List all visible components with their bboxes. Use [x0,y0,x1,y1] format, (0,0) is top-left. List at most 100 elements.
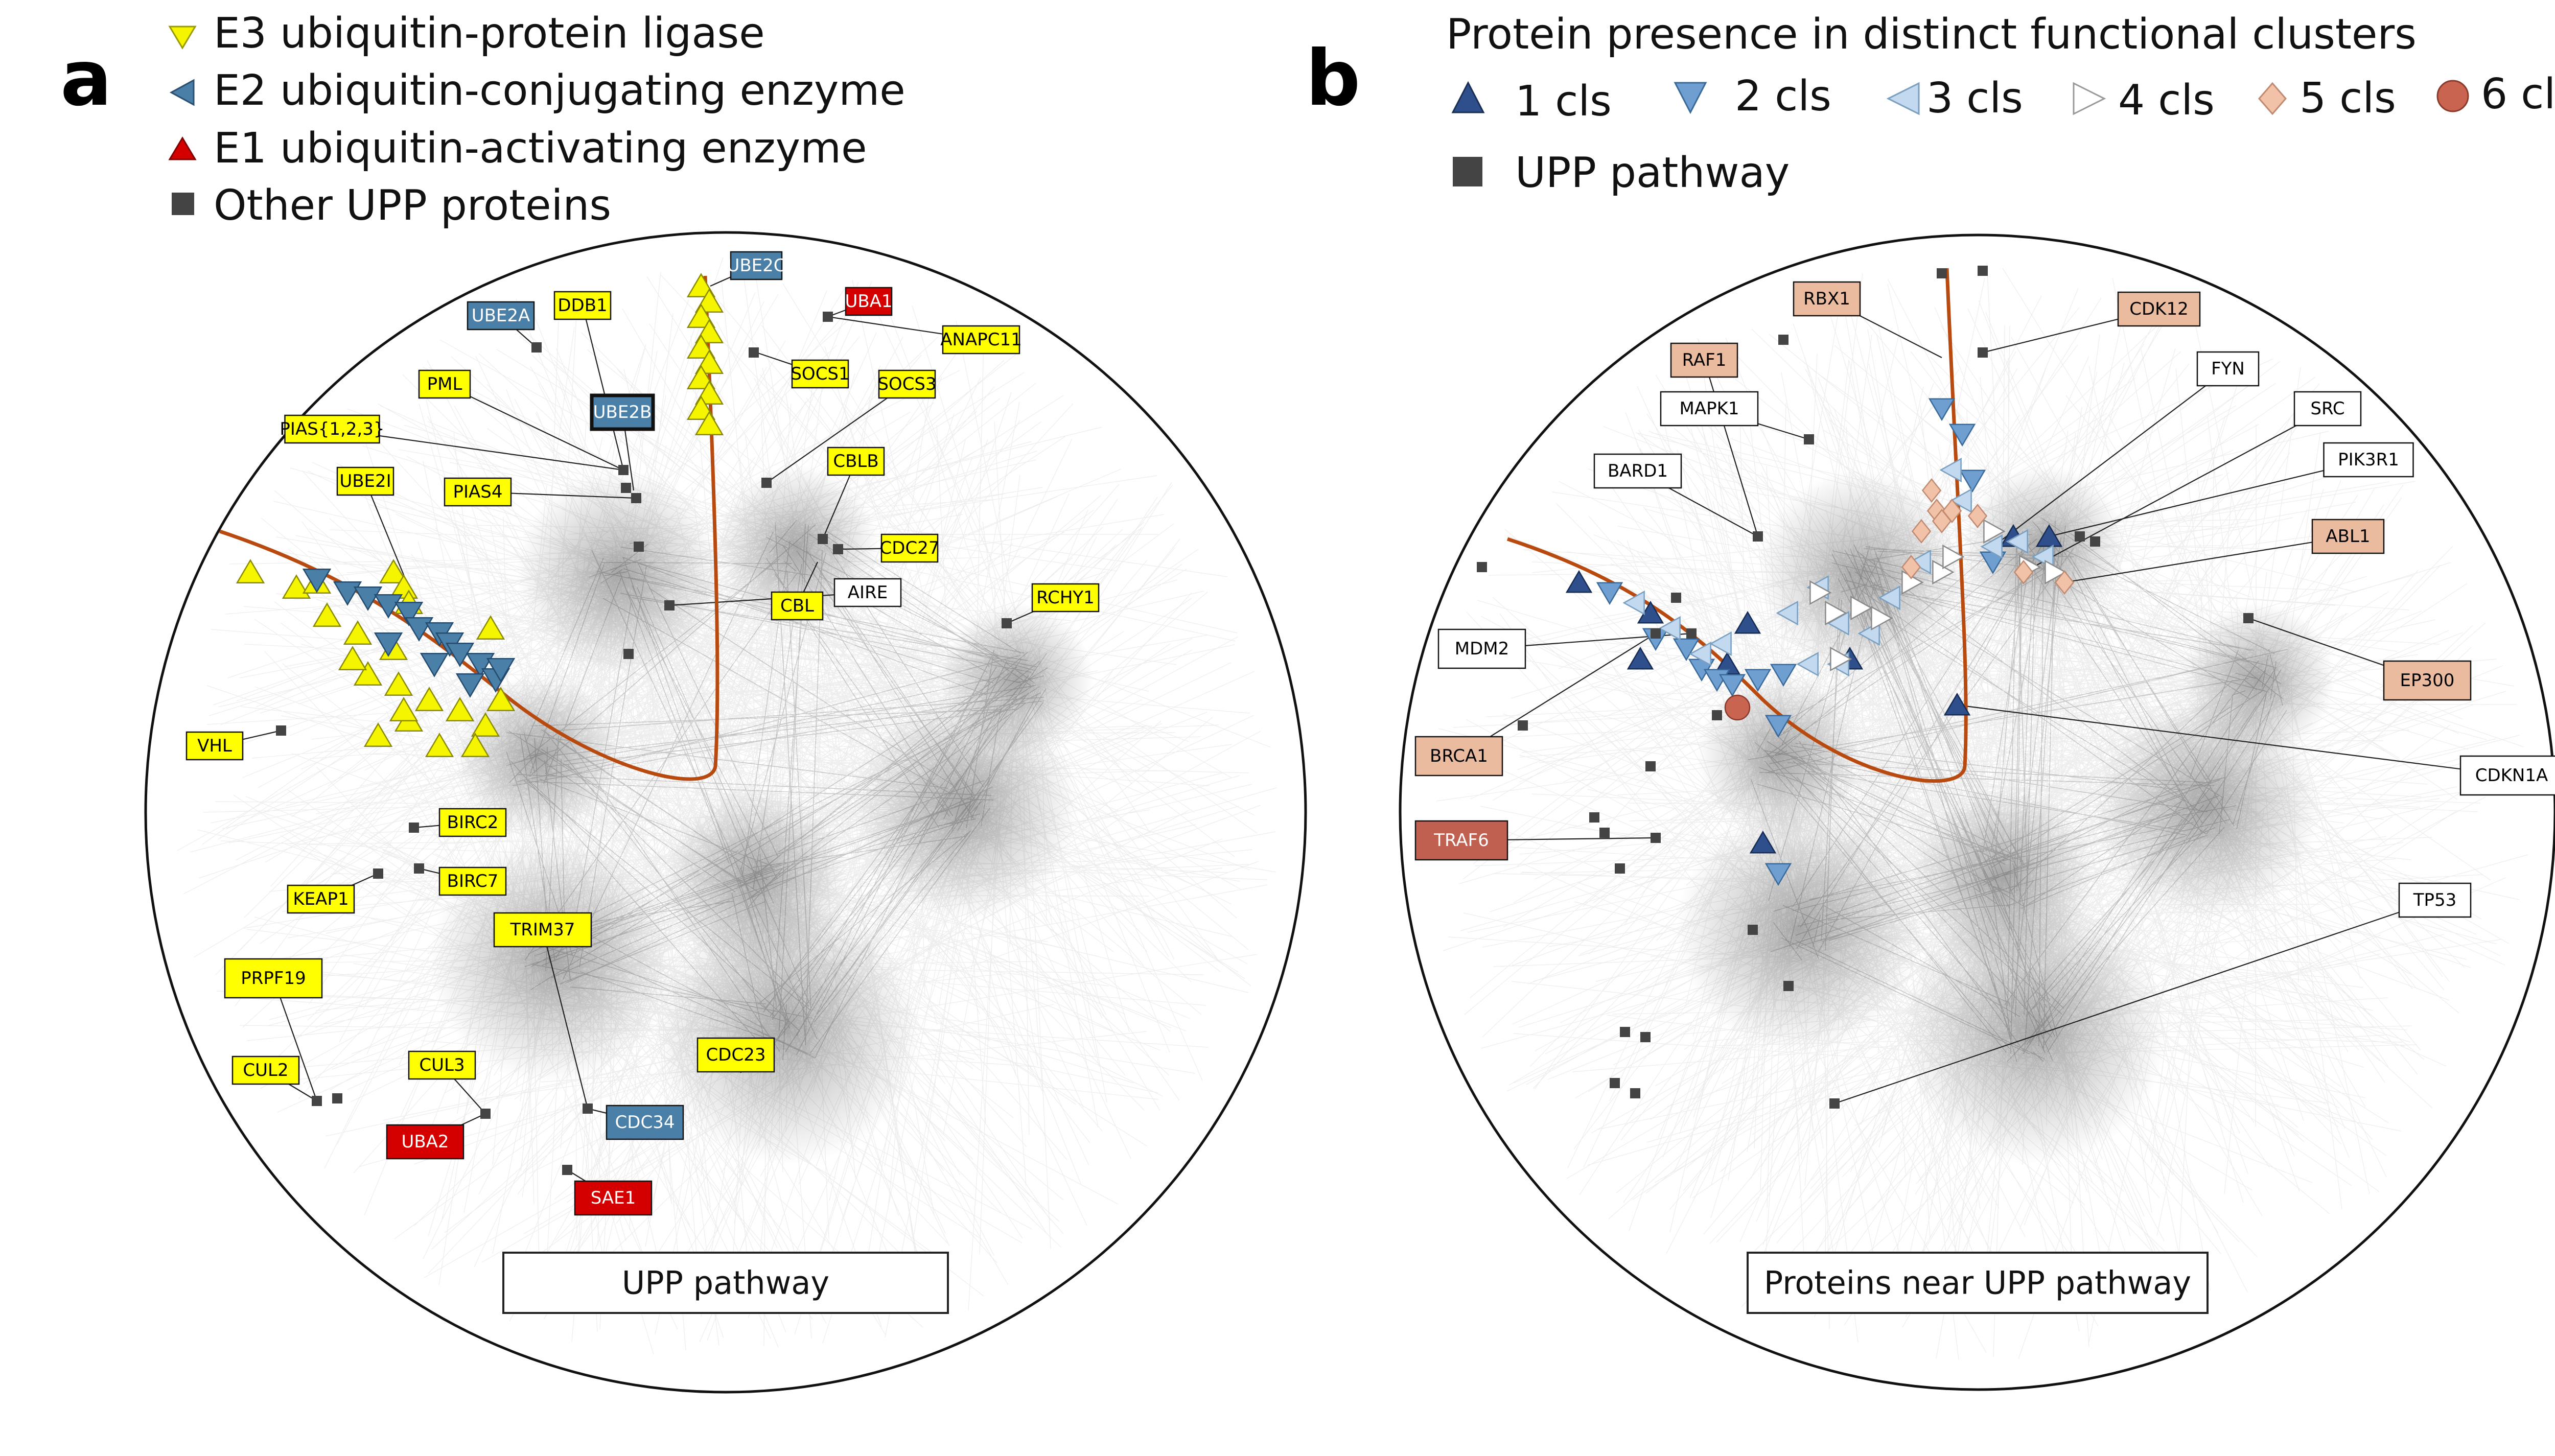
upp-node [1804,434,1814,444]
label-box [2196,351,2260,387]
label-text: UBA1 [845,291,892,312]
node-label-cdc34: CDC34 [606,1105,684,1140]
label-text: CDKN1A [2475,765,2548,786]
cls1-node [1734,610,1761,634]
e1-legend-marker [168,136,197,160]
label-text: UBE2A [472,306,530,326]
label-box [942,325,1020,355]
node-label-mdm2: MDM2 [1437,628,1526,669]
upp-node [1615,863,1625,874]
upp-node [1651,833,1661,843]
upp-node [621,483,631,493]
label-box [845,287,893,316]
label-text: UBA2 [401,1132,449,1152]
upp-node [823,312,833,322]
node-label-socs3: SOCS3 [877,369,937,399]
label-text: ANAPC11 [940,330,1021,350]
upp-node [623,649,634,659]
label-box [1414,736,1503,777]
cls4-node [1983,519,2006,544]
label-box [444,477,512,507]
label-text: CUL3 [419,1055,464,1075]
label-box [827,447,885,476]
hub-cluster [1911,787,2095,971]
label-text: UBE2I [339,471,391,491]
label-box [833,578,902,607]
label-connector [272,978,318,1101]
label-connector [1992,368,2228,547]
label-text: MDM2 [1455,639,1509,659]
upp-node [818,534,828,544]
label-connector [2049,459,2369,537]
label-text: CDC23 [706,1045,766,1065]
cls4-node [1871,605,1893,631]
node-label-anapc11: ANAPC11 [940,325,1022,355]
legend-5cls-label: 5 cls [2300,74,2396,123]
legend-upp-label: UPP pathway [1515,149,1790,197]
upp-node [749,347,759,358]
cls3-node [1709,631,1732,656]
upp-node [1783,981,1794,991]
cls3-node [1878,585,1900,610]
hub-cluster [940,603,1094,756]
node-label-prpf19: PRPF19 [224,958,323,999]
e2-node [466,652,495,677]
hub-cluster [654,899,920,1165]
e2-node [353,586,383,611]
cls5-node [2013,559,2034,585]
label-text: RCHY1 [1036,588,1095,608]
e3-node [425,733,454,758]
cls1-node [2035,524,2063,547]
e3-node [694,411,724,436]
upp-node [618,465,629,475]
panel-b-letter: b [1306,34,1360,123]
cls5-node [1967,503,1988,529]
upp-node [761,478,772,488]
label-text: BARD1 [1608,461,1668,481]
label-box [771,591,824,621]
cls3-node [1980,534,2003,559]
upp-node [1640,1032,1651,1042]
upp-node [409,823,419,833]
label-connector [2064,535,2349,583]
cls2-node [1764,715,1792,738]
hub-cluster [516,470,721,674]
label-box [438,866,507,896]
node-label-pml: PML [418,369,471,399]
node-label-pik3r1: PIK3R1 [2323,442,2414,478]
e3-legend-marker [168,26,197,50]
label-text: RBX1 [1803,289,1850,309]
node-label-ube2c: UBE2C [727,251,786,280]
panel-a-legend: E3 ubiquitin-protein ligase E2 ubiquitin… [168,9,905,230]
cls4-node [1850,595,1873,621]
panel-a-letter: a [60,34,112,123]
label-box [231,1055,300,1085]
label-box [880,533,939,563]
node-label-raf1: RAF1 [1670,342,1738,378]
panel-b-title-box: Proteins near UPP pathway [1747,1252,2209,1314]
e2-node [394,601,424,626]
hub-cluster [429,838,675,1083]
node-label-cblb: CBLB [827,447,885,476]
upp-node [1671,593,1681,603]
label-box [2293,391,2362,427]
node-label-pias4: PIAS4 [444,477,512,507]
e3-node [312,602,342,627]
upp-node [1978,347,1988,358]
label-text: PIAS4 [453,482,502,502]
label-connector [1834,899,2435,1105]
label-box [2398,882,2472,918]
node-label-src: SRC [2293,391,2362,427]
label-connector [582,305,624,471]
legend-4cls-label: 4 cls [2118,76,2215,125]
node-label-fyn: FYN [2196,351,2260,387]
e2-node [302,568,332,593]
node-label-ddb1: DDB1 [553,291,612,320]
cls3-node [1776,600,1798,626]
label-text: FYN [2211,359,2245,379]
node-label-cdc23: CDC23 [696,1037,775,1073]
upp-node [312,1096,322,1106]
e3-node [343,620,373,645]
node-label-uba1: UBA1 [845,287,893,316]
